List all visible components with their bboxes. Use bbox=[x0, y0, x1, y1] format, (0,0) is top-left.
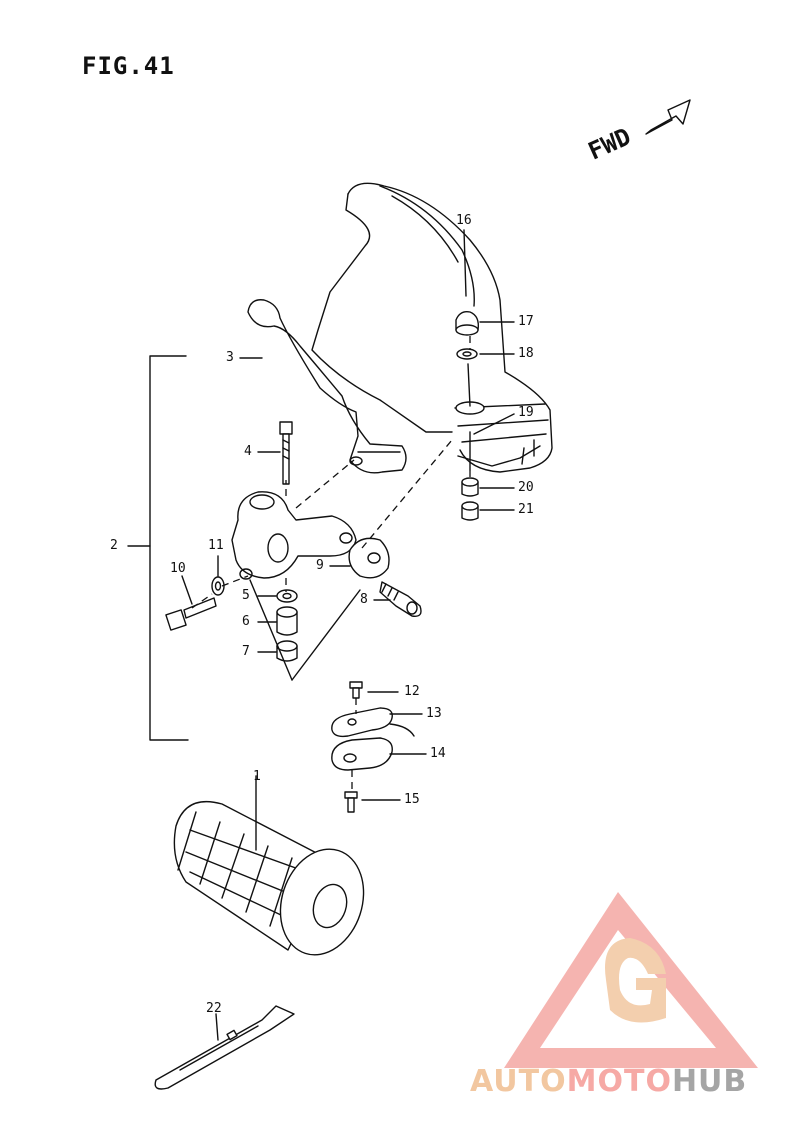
callout-8: 8 bbox=[360, 592, 368, 607]
callout-11: 11 bbox=[208, 538, 224, 553]
callout-4: 4 bbox=[244, 444, 252, 459]
callout-16: 16 bbox=[456, 213, 472, 228]
assembly-lines bbox=[191, 336, 471, 792]
washer-11 bbox=[211, 576, 225, 596]
watermark-part-moto: MOTO bbox=[566, 1064, 672, 1099]
watermark-text: AUTOMOTOHUB bbox=[470, 1064, 747, 1099]
callout-20: 20 bbox=[518, 480, 534, 495]
handlebar-grip bbox=[173, 800, 365, 956]
clamp-13 bbox=[331, 707, 415, 738]
callout-3: 3 bbox=[226, 350, 234, 365]
callout-19: 19 bbox=[518, 405, 534, 420]
clamp-14 bbox=[331, 737, 393, 771]
callout-15: 15 bbox=[404, 792, 420, 807]
bolt-4 bbox=[279, 421, 293, 485]
lever-holder bbox=[231, 491, 357, 580]
callout-22: 22 bbox=[206, 1001, 222, 1016]
watermark-logo-icon bbox=[504, 892, 758, 1068]
callout-17: 17 bbox=[518, 314, 534, 329]
clutch-lever bbox=[247, 299, 407, 474]
callout-21: 21 bbox=[518, 502, 534, 517]
washer-5 bbox=[276, 589, 298, 603]
callout-5: 5 bbox=[242, 588, 250, 603]
figure-title: FIG.41 bbox=[82, 52, 175, 80]
knuckle-guard bbox=[311, 182, 553, 473]
adjuster-nut bbox=[348, 537, 390, 579]
callout-18: 18 bbox=[518, 346, 534, 361]
screw-12 bbox=[349, 681, 363, 699]
callout-2: 2 bbox=[110, 538, 118, 553]
callout-10: 10 bbox=[170, 561, 186, 576]
callout-6: 6 bbox=[242, 614, 250, 629]
callout-9: 9 bbox=[316, 558, 324, 573]
assembly-bracket bbox=[127, 355, 189, 741]
callout-1: 1 bbox=[253, 769, 261, 784]
cable-tie bbox=[154, 1005, 295, 1090]
watermark-part-auto: AUTO bbox=[470, 1064, 567, 1099]
callout-7: 7 bbox=[242, 644, 250, 659]
washer-18 bbox=[456, 348, 478, 360]
nut-21 bbox=[461, 501, 479, 521]
bolt-10 bbox=[165, 597, 217, 631]
callout-13: 13 bbox=[426, 706, 442, 721]
callout-12: 12 bbox=[404, 684, 420, 699]
nut-20 bbox=[461, 477, 479, 497]
collar-6 bbox=[276, 606, 298, 636]
forward-arrow-icon bbox=[645, 99, 691, 135]
leader-lines bbox=[181, 229, 515, 1041]
cap-nut-17 bbox=[455, 310, 480, 336]
watermark-part-hub: HUB bbox=[671, 1064, 748, 1099]
screw-15 bbox=[344, 791, 358, 813]
adjuster-bolt bbox=[379, 581, 422, 617]
callout-14: 14 bbox=[430, 746, 446, 761]
